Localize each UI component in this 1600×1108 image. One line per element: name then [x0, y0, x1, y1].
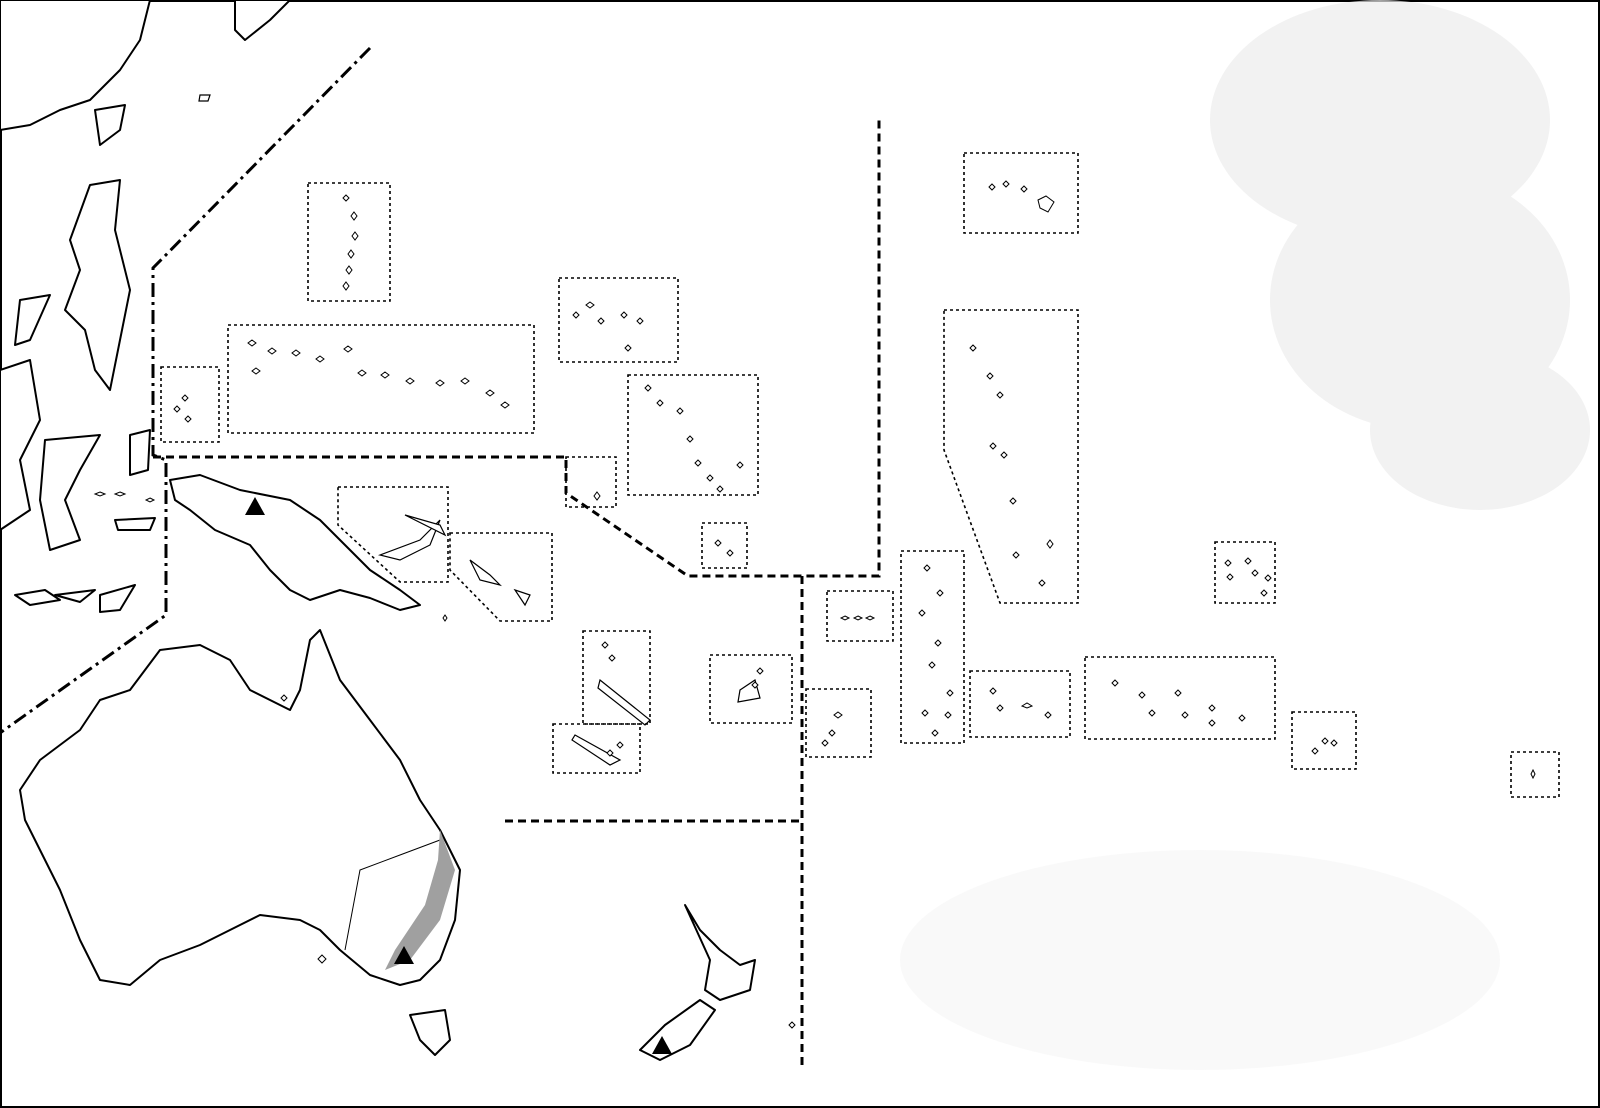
asia-coast [0, 0, 291, 613]
mountain-marker-icon [394, 946, 414, 964]
mountain-marker-icon [245, 497, 265, 515]
dashed-boundary-north [153, 120, 881, 578]
mountain-marker-icon [652, 1036, 672, 1054]
new-zealand-north [684, 904, 756, 1001]
new-guinea [169, 474, 421, 611]
australia [19, 629, 461, 986]
texture-patches [900, 0, 1590, 1070]
murray-river [344, 839, 441, 951]
island-group-boxes [160, 152, 1560, 798]
melanesia-islands [377, 514, 761, 766]
small-islands [93, 180, 1536, 1029]
tasmania [409, 1009, 451, 1056]
great-dividing-range [385, 830, 455, 970]
